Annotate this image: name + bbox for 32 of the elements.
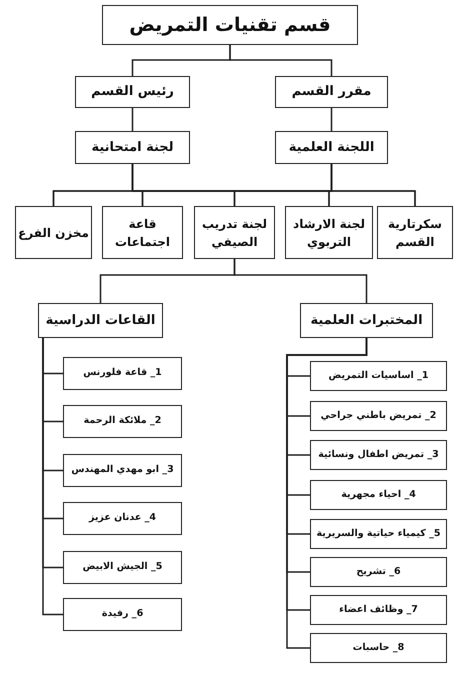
org-box: اللجنة العلمية	[275, 131, 388, 164]
connector-line	[52, 164, 134, 206]
list-item-box: 2_ تمريض باطني جراحي	[310, 401, 447, 431]
org-box: لجنة تدريب الصيفي	[194, 206, 275, 259]
org-box: لجنة امتحانية	[75, 131, 190, 164]
list-item-box: 4_ عدنان عزيز	[63, 502, 182, 535]
list-item-box: 7_ وظائف اعضاء	[310, 595, 447, 625]
list-item-box: 2_ ملائكة الرحمة	[63, 405, 182, 438]
org-box: المختبرات العلمية	[300, 303, 433, 338]
list-item-box: 6_ رفيدة	[63, 598, 182, 631]
org-box: مقرر القسم	[275, 76, 388, 108]
org-box: لجنة الارشاد التربوي	[285, 206, 373, 259]
list-item-box: 3_ تمريض اطفال ونسائية	[310, 440, 447, 470]
title-box: قسم تقنيات التمريض	[102, 5, 358, 45]
list-item-box: 1_ اساسيات التمريض	[310, 361, 447, 391]
org-box: القاعات الدراسية	[38, 303, 163, 338]
list-item-box: 4_ احياء مجهرية	[310, 480, 447, 510]
connector-line	[132, 108, 134, 131]
org-box: مخزن الفرع	[15, 206, 92, 259]
list-item-box: 5_ الجيش الابيض	[63, 551, 182, 584]
connector-line	[132, 45, 231, 76]
org-box: رئيس القسم	[75, 76, 190, 108]
org-box: قاعة اجتماعات	[102, 206, 183, 259]
list-item-box: 5_ كيمياء حياتية والسريرية	[310, 519, 447, 549]
connector-line	[42, 338, 63, 616]
list-item-box: 8_ حاسبات	[310, 633, 447, 663]
org-box: سكرتارية القسم	[377, 206, 453, 259]
connector-line	[330, 108, 332, 131]
list-item-box: 3_ ابو مهدي المهندس	[63, 454, 182, 487]
connector-line	[100, 259, 236, 303]
list-item-box: 6_ تشريح	[310, 557, 447, 587]
list-item-box: 1_ قاعة فلورنس	[63, 357, 182, 390]
